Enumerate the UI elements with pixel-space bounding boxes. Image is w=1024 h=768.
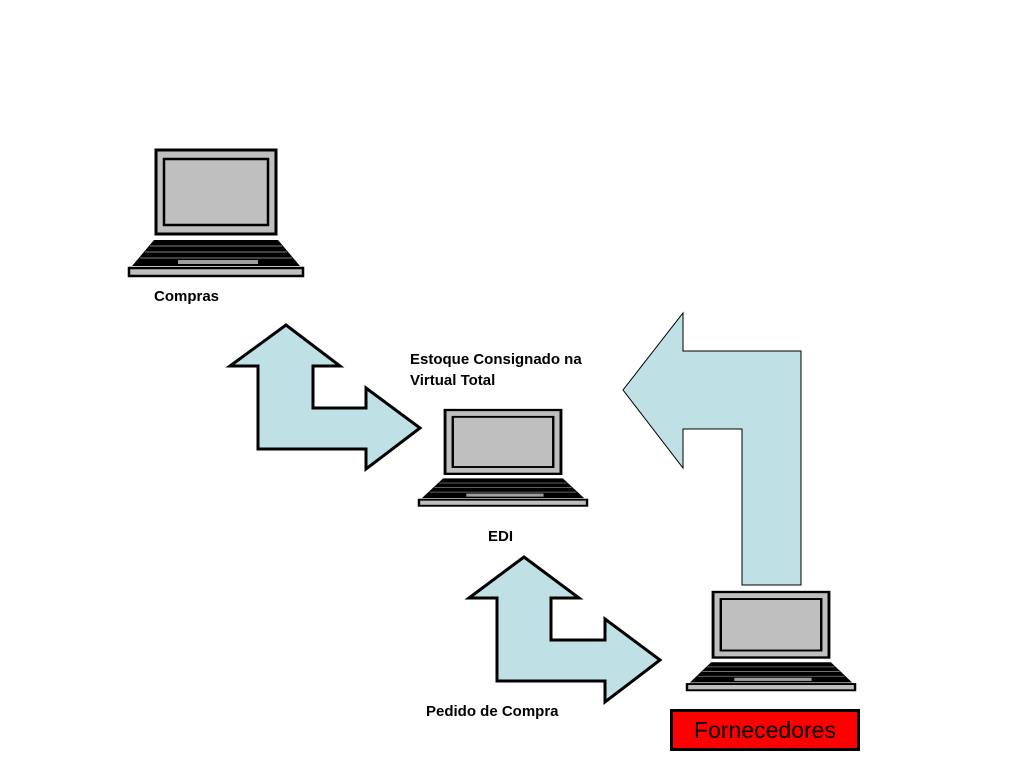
arrow-edi-fornecedores <box>464 555 663 706</box>
arrow-compras-edi <box>225 323 423 473</box>
laptop-compras-icon <box>127 148 305 278</box>
edi-label: EDI <box>488 528 514 545</box>
fornecedores-label: Fornecedores <box>694 716 836 743</box>
fornecedores-box: Fornecedores <box>670 709 860 751</box>
laptop-fornecedores-icon <box>685 590 857 692</box>
estoque-title-line1: Estoque Consignado na <box>410 351 582 368</box>
estoque-title-line2: Virtual Total <box>410 372 496 389</box>
compras-label: Compras <box>154 288 220 305</box>
estoque-title: Estoque Consignado na Virtual Total <box>410 349 582 391</box>
laptop-edi-icon <box>417 408 589 508</box>
pedido-de-compra-label: Pedido de Compra <box>426 703 559 720</box>
arrow-fornecedores-return <box>622 311 802 586</box>
